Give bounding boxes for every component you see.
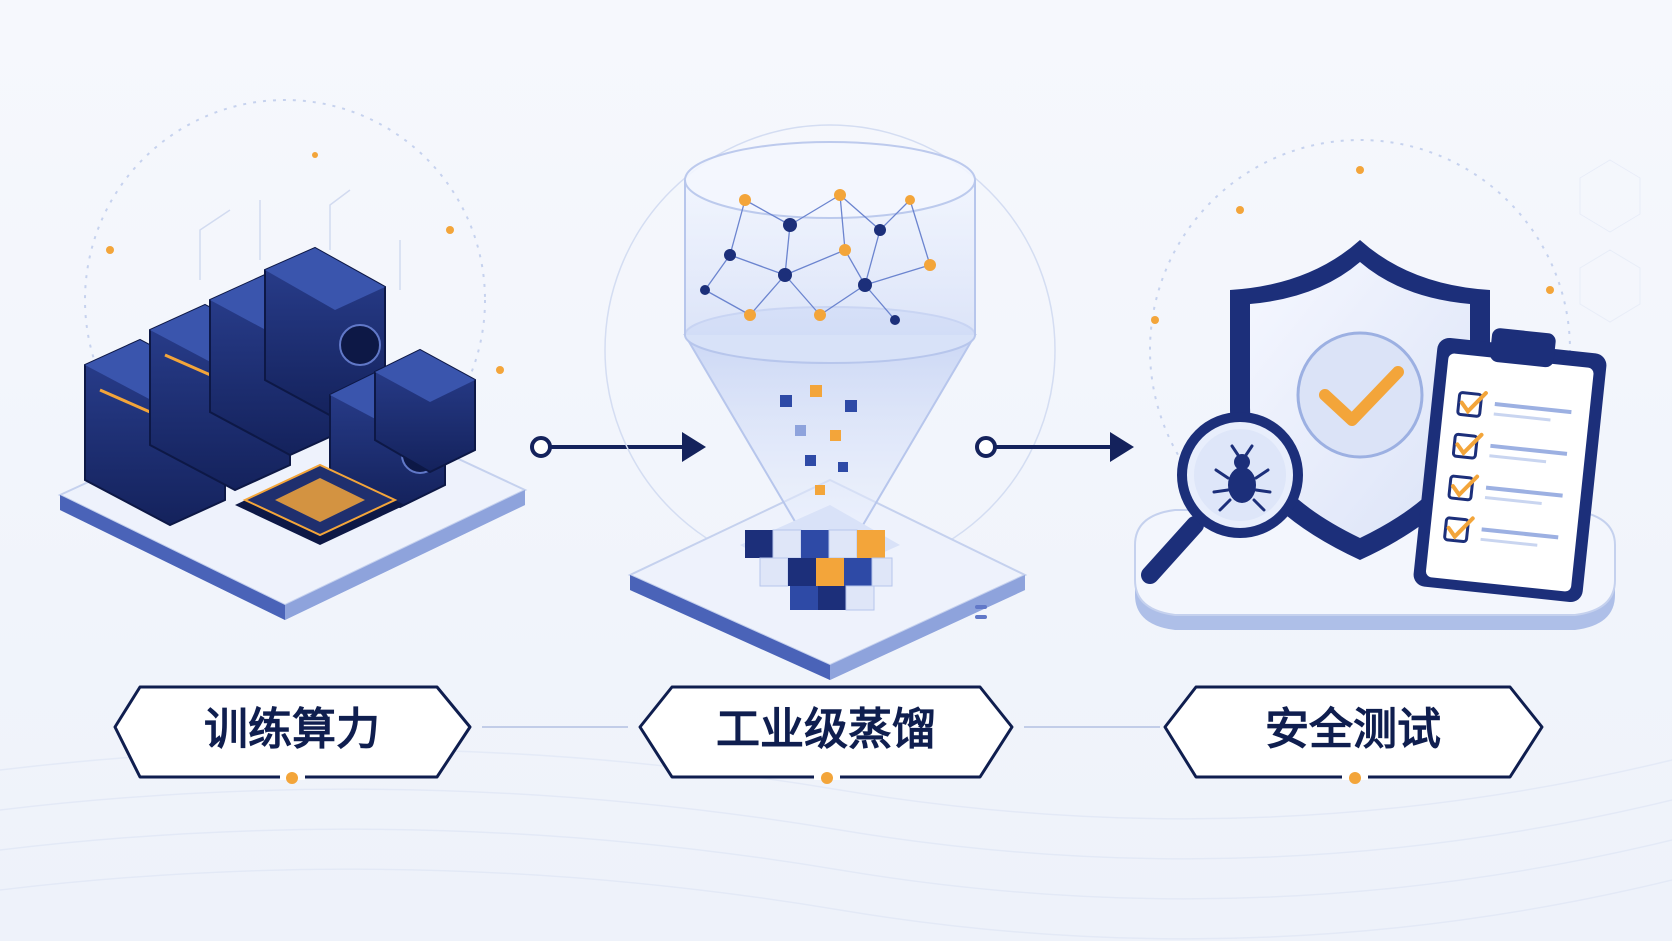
- gpu-server-icon: [57, 99, 528, 620]
- step-label-3: 安全测试: [1163, 685, 1544, 784]
- step-label-1-text: 训练算力: [204, 704, 380, 755]
- step-label-3-text: 安全测试: [1265, 704, 1441, 755]
- flow-arrow-1: [530, 432, 706, 462]
- flow-arrow-2: [975, 432, 1134, 462]
- security-shield-icon: [1134, 139, 1616, 630]
- background-decoration: [0, 159, 1672, 940]
- step-label-2: 工业级蒸馏: [638, 685, 1014, 784]
- step-label-2-text: 工业级蒸馏: [716, 704, 936, 755]
- step-label-1: 训练算力: [113, 685, 472, 784]
- distillation-funnel-icon: [604, 124, 1056, 680]
